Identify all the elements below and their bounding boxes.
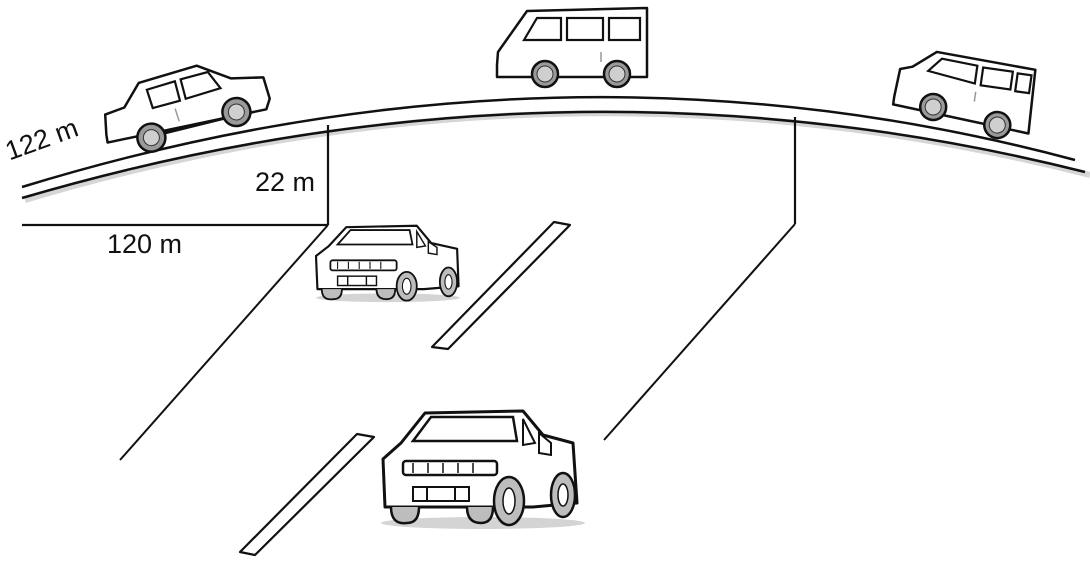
bridge-deck-bottom	[21, 110, 1086, 200]
bridge-shadow	[24, 110, 1090, 203]
base-label: 120 m	[107, 229, 183, 259]
road-right-edge	[603, 223, 796, 441]
height-label: 22 m	[255, 167, 316, 197]
road-left-edge	[119, 224, 329, 461]
lane-marking-far	[430, 220, 572, 351]
sedan-vehicle	[103, 64, 271, 153]
bridge-deck-top	[21, 95, 1076, 189]
van-vehicle	[891, 50, 1037, 140]
suv-near-vehicle	[381, 409, 585, 529]
suv-far-vehicle	[314, 224, 460, 303]
lane-marking-near	[238, 432, 376, 557]
minibus-vehicle	[495, 6, 649, 89]
